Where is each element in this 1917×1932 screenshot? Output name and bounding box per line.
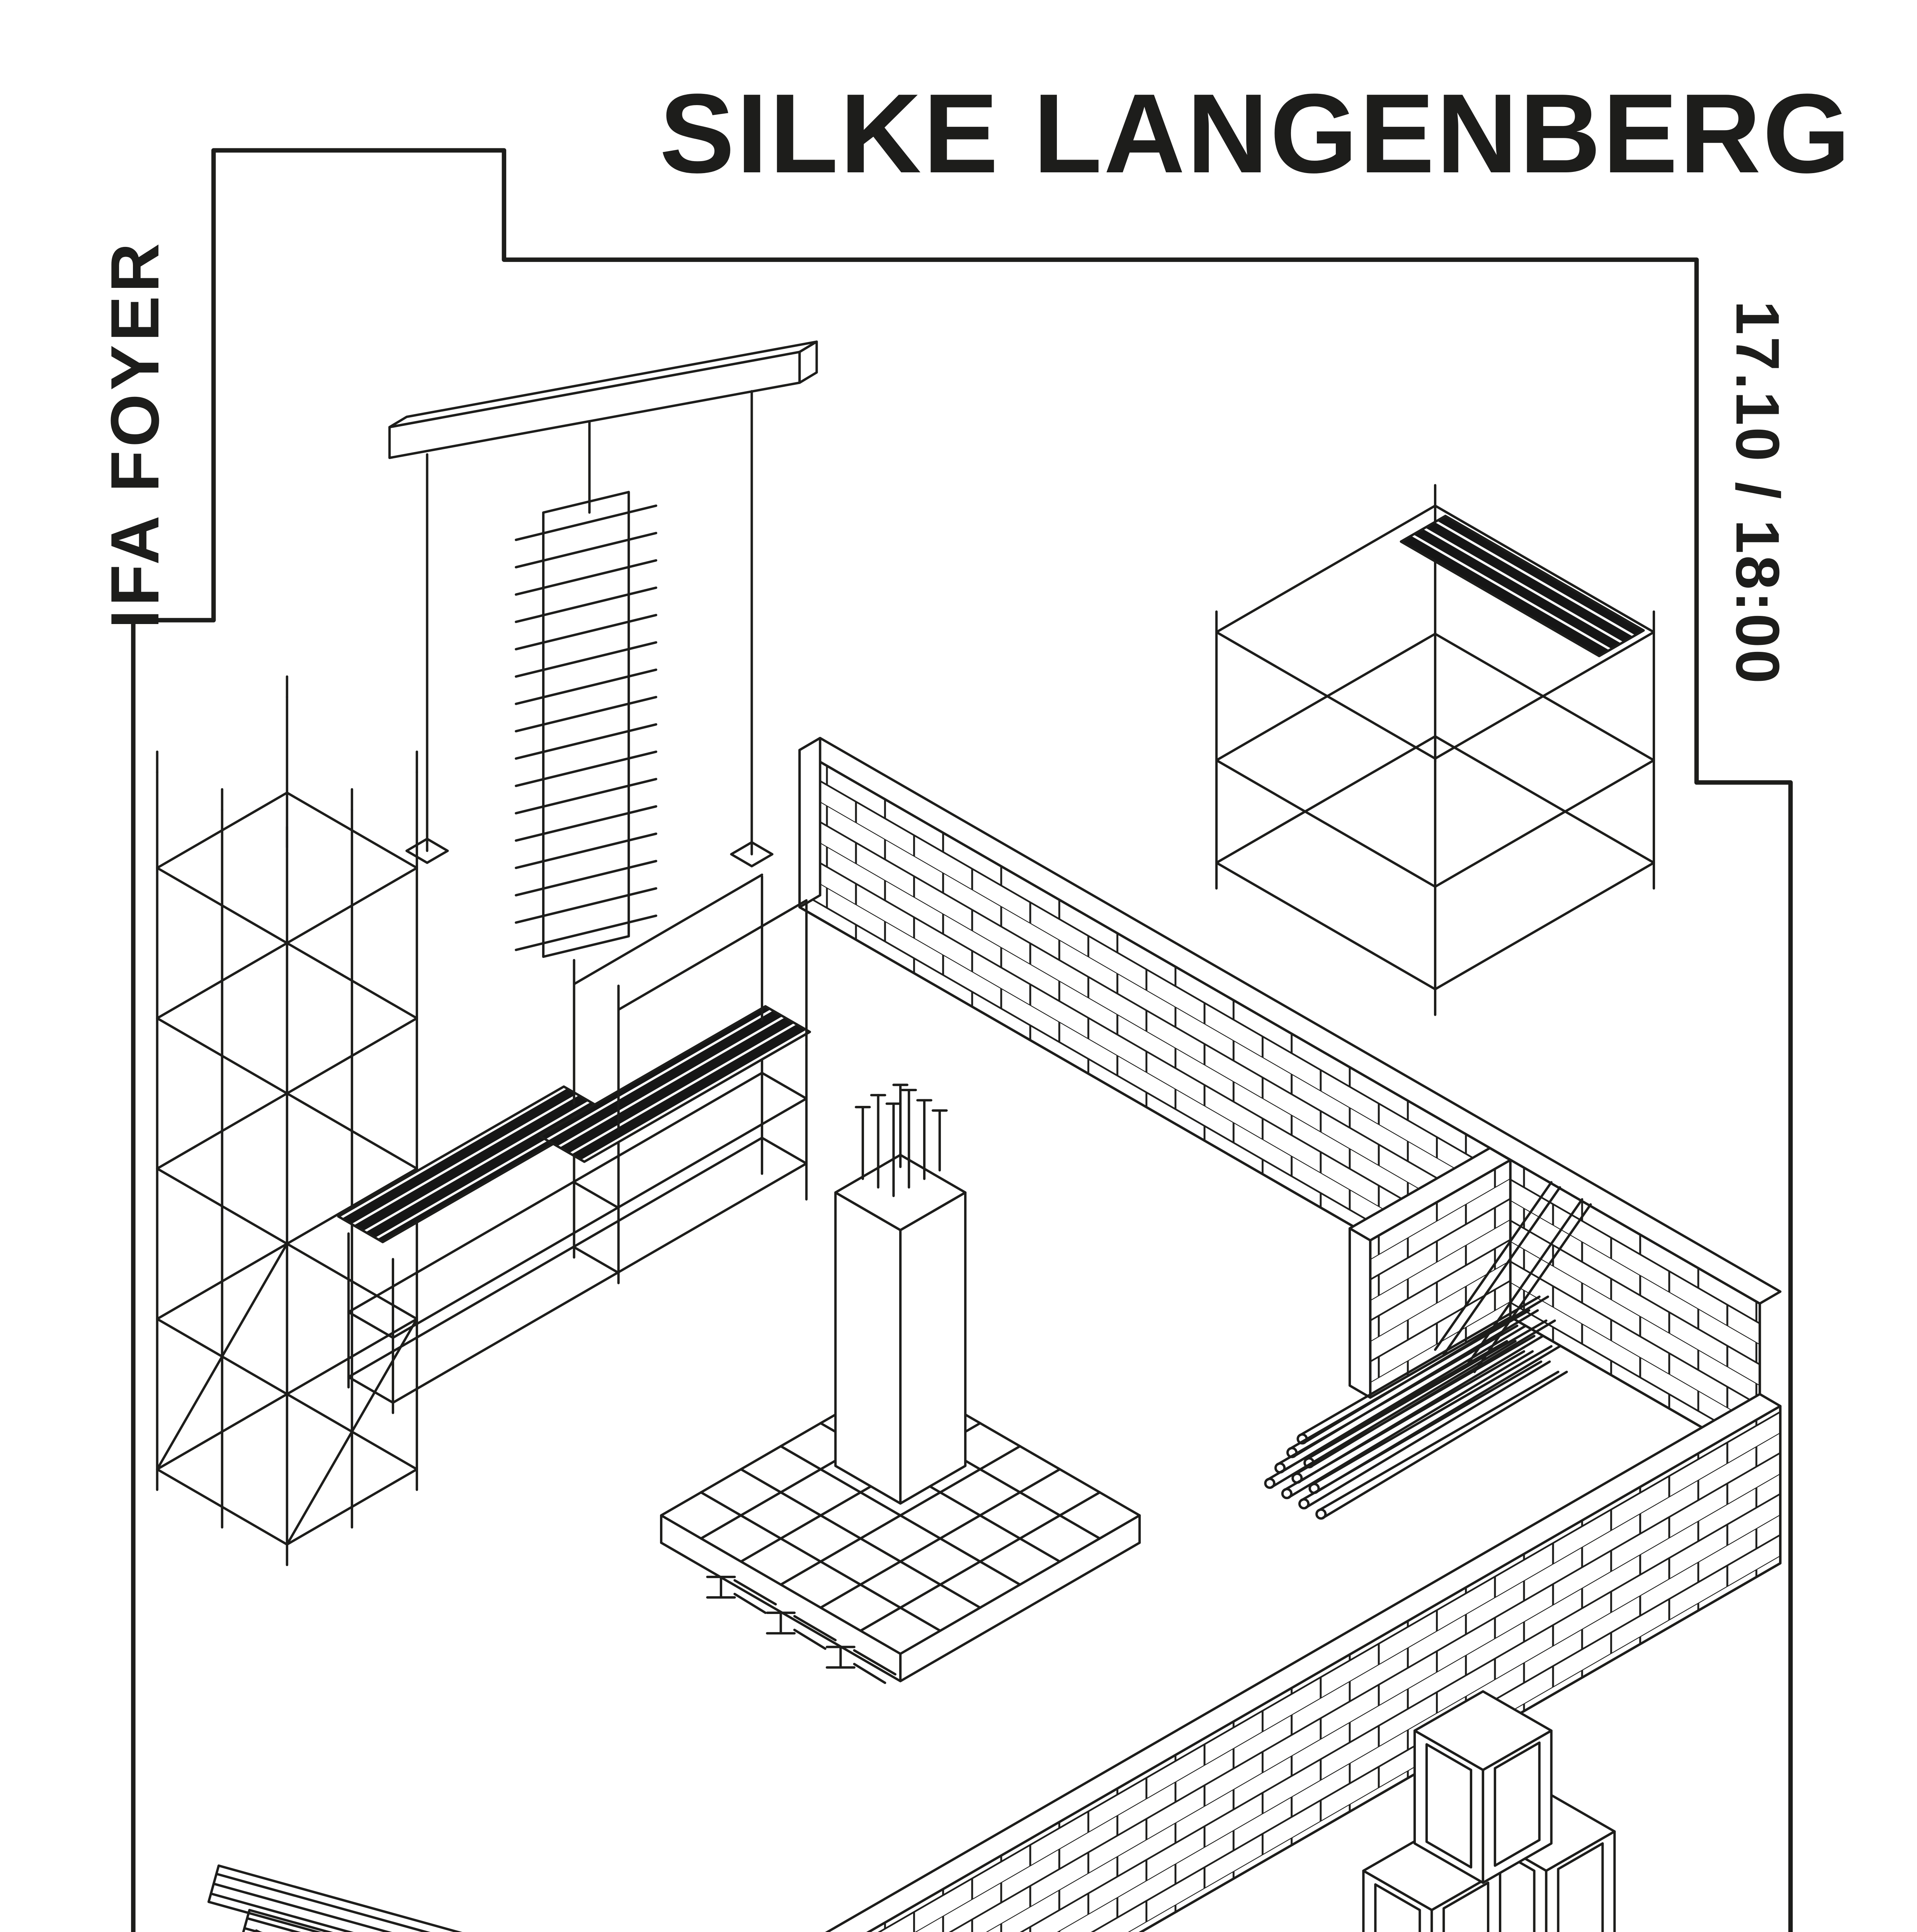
concrete-column-with-rebar bbox=[834, 1083, 967, 1505]
venue-label: IFA FOYER bbox=[97, 240, 173, 629]
studded-steel-member bbox=[515, 491, 657, 958]
scaffold-tower bbox=[156, 675, 418, 1566]
black-platform-2 bbox=[539, 1005, 811, 1163]
work-platform-scaffold bbox=[337, 873, 811, 1414]
speaker-name: SILKE LANGENBERG bbox=[659, 70, 1852, 196]
gantry-frame bbox=[388, 340, 818, 867]
steel-i-beams bbox=[209, 1866, 595, 1932]
date-time-label: 17.10 / 18:00 bbox=[1723, 301, 1792, 685]
brick-wall-upper bbox=[798, 736, 1782, 1462]
brick-wall-return bbox=[1348, 1147, 1512, 1399]
black-platform-1 bbox=[337, 1085, 610, 1243]
right-scaffold bbox=[1215, 484, 1655, 1016]
poster-frame bbox=[131, 148, 1793, 1932]
brick-wall-lower bbox=[825, 1393, 1782, 1932]
black-platform-3 bbox=[1400, 515, 1645, 657]
loose-rods bbox=[1434, 1181, 1592, 1373]
tiled-slab-on-beams bbox=[660, 1376, 1141, 1684]
